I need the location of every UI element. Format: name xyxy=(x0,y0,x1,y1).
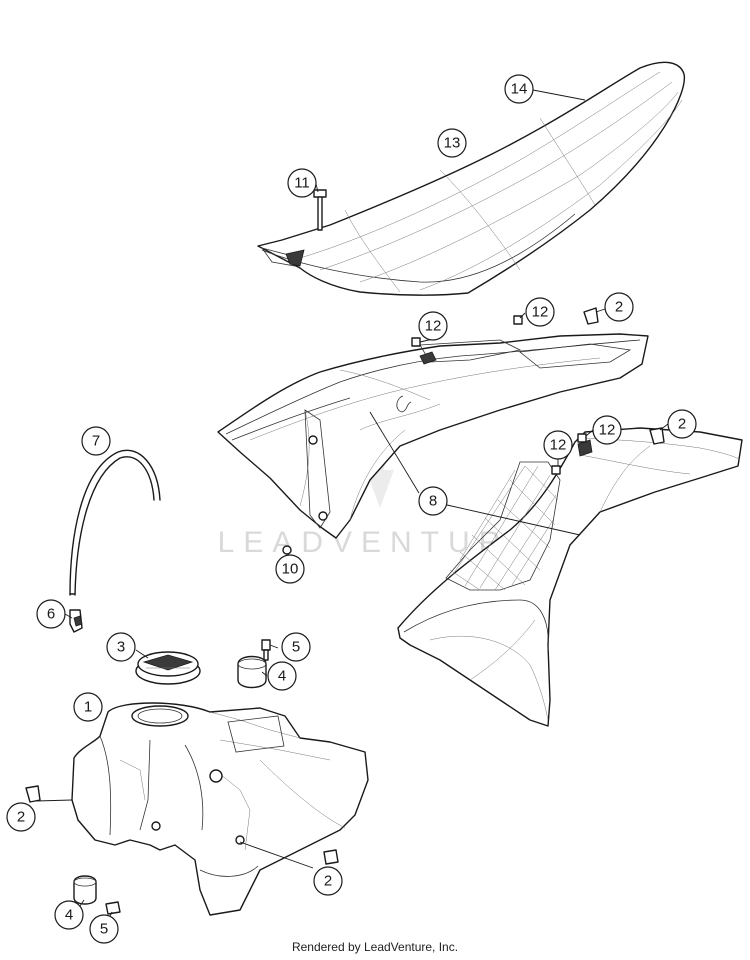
callout-5: 5 xyxy=(281,632,311,662)
svg-text:2: 2 xyxy=(17,809,25,826)
right-shroud xyxy=(397,427,743,727)
callout-5: 5 xyxy=(89,914,119,944)
breather-valve xyxy=(69,609,83,633)
callout-10: 10 xyxy=(275,554,305,584)
callout-4: 4 xyxy=(54,900,84,930)
svg-text:2: 2 xyxy=(678,416,686,433)
rubber-bushing-upper xyxy=(237,639,271,689)
callout-3: 3 xyxy=(106,632,136,662)
callout-2: 2 xyxy=(604,292,634,322)
leader-lines xyxy=(35,89,669,917)
shroud-grille xyxy=(449,465,559,591)
svg-text:12: 12 xyxy=(532,304,549,321)
svg-text:13: 13 xyxy=(444,135,461,152)
callout-1: 1 xyxy=(73,692,103,722)
svg-text:12: 12 xyxy=(425,318,442,335)
callouts: 14 13 11 12 12 2 12 2 12 8 7 10 6 3 5 4 … xyxy=(6,74,697,944)
callout-11: 11 xyxy=(287,168,317,198)
callout-13: 13 xyxy=(437,128,467,158)
svg-text:3: 3 xyxy=(117,639,125,656)
callout-2: 2 xyxy=(313,866,343,896)
svg-text:6: 6 xyxy=(47,606,55,623)
svg-text:14: 14 xyxy=(511,81,528,98)
footer-credit: Rendered by LeadVenture, Inc. xyxy=(291,940,459,954)
svg-text:4: 4 xyxy=(65,907,73,924)
svg-text:2: 2 xyxy=(324,873,332,890)
svg-text:11: 11 xyxy=(294,175,310,192)
callout-6: 6 xyxy=(36,599,66,629)
callout-2: 2 xyxy=(6,802,36,832)
fuel-tank xyxy=(71,702,369,916)
callout-12: 12 xyxy=(418,311,448,341)
hose xyxy=(69,449,161,596)
svg-text:2: 2 xyxy=(615,299,623,316)
callout-12: 12 xyxy=(592,415,622,445)
left-shroud xyxy=(217,333,649,539)
svg-text:1: 1 xyxy=(84,699,92,716)
shroud-fasteners xyxy=(282,307,665,555)
callout-12: 12 xyxy=(543,430,573,460)
svg-text:5: 5 xyxy=(292,639,300,656)
callout-12: 12 xyxy=(525,297,555,327)
callout-2: 2 xyxy=(667,409,697,439)
svg-text:5: 5 xyxy=(100,921,108,938)
svg-text:8: 8 xyxy=(429,493,437,510)
seat xyxy=(257,61,686,296)
callout-7: 7 xyxy=(81,426,111,456)
callout-14: 14 xyxy=(504,74,534,104)
filler-cap xyxy=(135,651,201,685)
svg-text:12: 12 xyxy=(599,422,616,439)
callout-8: 8 xyxy=(418,486,448,516)
svg-text:12: 12 xyxy=(550,437,567,454)
callout-4: 4 xyxy=(267,661,297,691)
svg-text:10: 10 xyxy=(282,561,299,578)
tank-fasteners xyxy=(25,785,339,915)
svg-text:7: 7 xyxy=(92,433,100,450)
svg-text:4: 4 xyxy=(278,668,286,685)
